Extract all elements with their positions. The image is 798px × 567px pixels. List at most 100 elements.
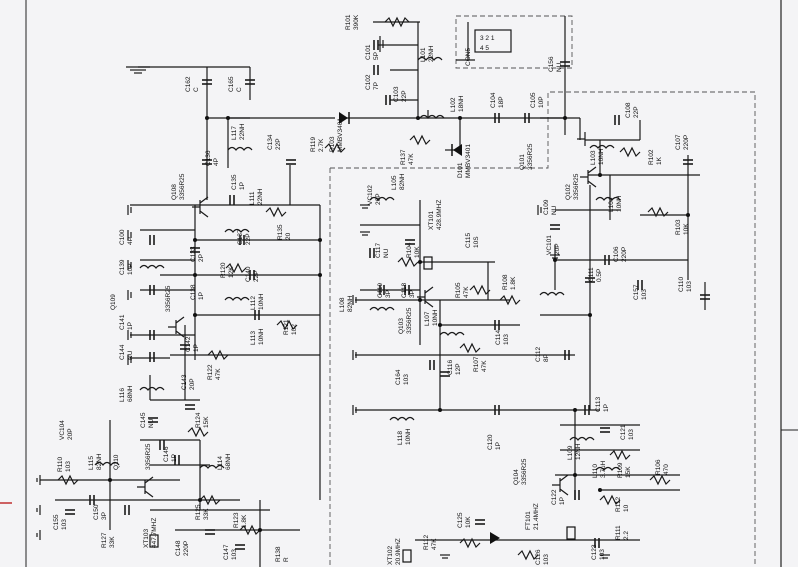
svg-text:NU: NU [556,62,563,72]
svg-text:33K: 33K [203,508,210,520]
svg-text:10NH: 10NH [405,428,412,445]
svg-text:82NH: 82NH [399,173,406,190]
svg-text:10NH: 10NH [616,195,623,212]
svg-text:L114: L114 [217,456,224,470]
svg-text:10NH: 10NH [432,309,439,326]
svg-text:R121: R121 [283,319,290,335]
svg-text:C143: C143 [181,374,188,390]
svg-text:L103: L103 [590,150,597,165]
svg-text:R112: R112 [423,535,430,550]
svg-text:470: 470 [663,464,670,475]
svg-text:1K: 1K [656,156,663,165]
svg-text:L118: L118 [397,431,404,445]
svg-text:R125: R125 [195,504,202,520]
svg-text:8P: 8P [543,354,550,362]
svg-text:C144: C144 [119,344,126,360]
svg-text:L111: L111 [249,191,256,205]
svg-text:C102: C102 [365,74,372,90]
shield-outline [329,15,756,567]
svg-text:220P: 220P [683,135,690,150]
svg-text:10K: 10K [465,516,472,528]
svg-text:VC101: VC101 [546,235,553,255]
svg-text:1P: 1P [239,182,246,190]
svg-text:10NH: 10NH [258,328,265,345]
svg-text:L101: L101 [420,47,427,62]
svg-text:C116: C116 [447,360,454,375]
svg-text:2P: 2P [198,254,205,262]
svg-text:20P: 20P [189,378,196,390]
svg-text:C105: C105 [530,92,537,108]
svg-text:C108: C108 [625,102,632,118]
svg-text:Q108: Q108 [171,184,178,200]
svg-text:C107: C107 [675,134,682,150]
svg-text:R112: R112 [615,497,622,512]
svg-text:L115: L115 [88,456,95,470]
svg-text:C104: C104 [490,92,497,108]
svg-text:C113: C113 [595,397,602,412]
svg-text:0.5P: 0.5P [596,269,603,282]
svg-text:10S: 10S [473,236,480,248]
svg-text:VC104: VC104 [59,420,66,440]
svg-text:103: 103 [628,429,635,440]
svg-text:5P: 5P [373,52,380,60]
svg-text:C123: C123 [591,544,598,560]
svg-text:R102: R102 [648,149,655,165]
svg-text:R104: R104 [406,242,413,258]
svg-text:22P: 22P [253,270,260,282]
svg-text:Q101: Q101 [519,154,526,170]
svg-text:21.4MHZ: 21.4MHZ [533,503,540,530]
svg-text:C118: C118 [401,283,408,298]
svg-text:C106: C106 [613,246,620,262]
svg-text:L113: L113 [250,331,257,345]
svg-text:3356R25: 3356R25 [179,173,186,200]
svg-text:22P: 22P [633,106,640,118]
transistor-symbols [137,132,597,498]
svg-text:447.7MHZ: 447.7MHZ [151,518,158,548]
svg-text:3P: 3P [101,512,108,520]
svg-text:102: 102 [291,324,298,335]
svg-text:D103: D103 [329,136,336,152]
svg-text:20P: 20P [554,243,561,255]
svg-text:C109: C109 [543,199,550,215]
svg-text:C162: C162 [185,76,192,92]
ground-symbols [36,36,610,559]
svg-text:1.8K: 1.8K [241,514,248,528]
svg-text:MMBV3401: MMBV3401 [337,118,344,152]
svg-text:22NH: 22NH [257,188,264,205]
svg-text:C121: C121 [620,424,627,440]
svg-text:82NH: 82NH [347,295,354,312]
svg-text:Q104: Q104 [513,469,520,485]
svg-text:R138: R138 [275,546,282,562]
svg-text:82NH: 82NH [96,453,103,470]
svg-text:R124: R124 [195,412,202,428]
svg-text:C134: C134 [267,134,274,150]
svg-text:R120: R120 [220,262,227,278]
svg-text:C120: C120 [487,434,494,450]
svg-text:390K: 390K [353,14,360,30]
wiring [40,16,706,567]
svg-text:C137: C137 [237,229,244,245]
svg-text:R103: R103 [675,219,682,235]
svg-text:18NH: 18NH [458,95,465,112]
svg-text:R106: R106 [655,459,662,475]
svg-text:Q103: Q103 [398,318,405,334]
svg-text:103: 103 [599,549,606,560]
svg-text:103: 103 [641,289,648,300]
svg-text:C142: C142 [185,336,192,352]
svg-text:L112: L112 [250,296,257,310]
svg-text:L105: L105 [391,175,398,190]
svg-text:22NH: 22NH [239,123,246,140]
svg-text:C140: C140 [245,266,252,282]
svg-text:NU: NU [383,248,390,258]
svg-text:220P: 220P [621,247,628,262]
svg-text:C125: C125 [457,512,464,528]
svg-text:10K: 10K [683,223,690,235]
svg-text:XT101: XT101 [428,210,435,230]
svg-text:FT101: FT101 [525,511,532,530]
svg-text:220P: 220P [183,541,190,556]
svg-text:C117: C117 [375,243,382,258]
svg-text:C141: C141 [119,314,126,330]
svg-text:R123: R123 [233,512,240,528]
svg-text:10NH: 10NH [598,148,605,165]
svg-text:C: C [193,87,200,92]
